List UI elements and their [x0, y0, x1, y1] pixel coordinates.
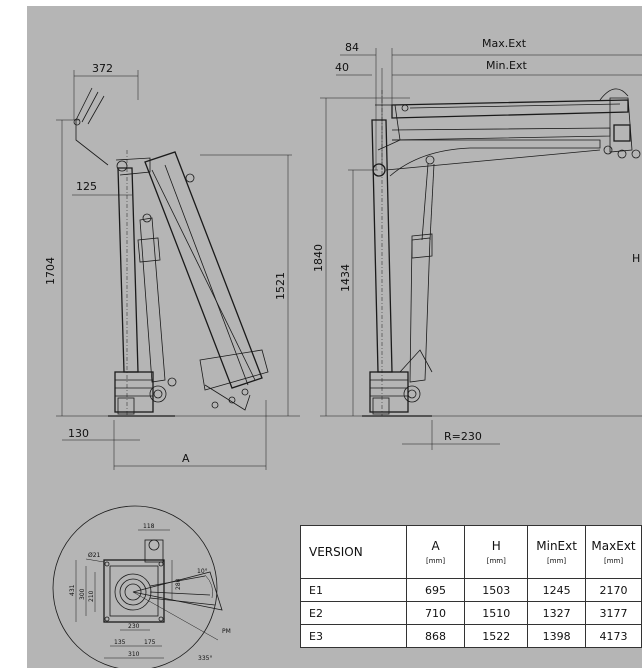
dim-335deg: 335° [198, 655, 212, 662]
cell-a: 695 [405, 578, 466, 602]
header-minext: MinExt[mm] [527, 525, 587, 579]
dim-1840: 1840 [312, 244, 325, 272]
cell-h: 1522 [464, 624, 529, 648]
header-version: VERSION [300, 525, 407, 579]
header-a: A[mm] [405, 525, 466, 579]
header-maxext: MaxExt[mm] [585, 525, 642, 579]
dim-125: 125 [76, 180, 97, 193]
dim-40: 40 [335, 61, 349, 74]
cell-maxext: 2170 [585, 578, 642, 602]
dim-10deg: 10° [197, 568, 208, 575]
cell-maxext: 3177 [585, 601, 642, 625]
dim-84: 84 [345, 41, 359, 54]
cell-version: E2 [300, 601, 407, 625]
dim-135: 135 [114, 639, 126, 646]
cell-h: 1510 [464, 601, 529, 625]
cell-a: 710 [405, 601, 466, 625]
spec-table: VERSION A[mm] H[mm] MinExt[mm] MaxExt[mm… [300, 525, 642, 648]
dim-1434: 1434 [339, 264, 352, 292]
dim-1521: 1521 [274, 272, 287, 300]
dim-h-marker: H [632, 252, 640, 265]
dim-175: 175 [144, 639, 156, 646]
plan-view: 118 Ø21 431 300 210 280 230 135 175 310 … [52, 505, 231, 668]
dim-372: 372 [92, 62, 113, 75]
right-view: 84 Max.Ext 40 Min.Ext 1840 1434 [312, 37, 642, 450]
dim-431: 431 [69, 584, 76, 596]
table-row: E1 695 1503 1245 2170 [300, 578, 642, 602]
cell-version: E1 [300, 578, 407, 602]
dim-210: 210 [88, 590, 95, 602]
dim-a: A [182, 452, 190, 465]
cell-minext: 1327 [527, 601, 587, 625]
table-header-row: VERSION A[mm] H[mm] MinExt[mm] MaxExt[mm… [300, 525, 642, 579]
dim-r230: R=230 [444, 430, 482, 443]
label-pm: PM [222, 628, 231, 635]
dim-min-ext: Min.Ext [486, 59, 527, 72]
cell-minext: 1398 [527, 624, 587, 648]
dim-310: 310 [128, 651, 140, 658]
cell-version: E3 [300, 624, 407, 648]
dim-max-ext: Max.Ext [482, 37, 527, 50]
dim-130: 130 [68, 427, 89, 440]
cell-h: 1503 [464, 578, 529, 602]
table-row: E3 868 1522 1398 4173 [300, 624, 642, 648]
dim-1704: 1704 [44, 257, 57, 285]
dim-118: 118 [143, 523, 155, 530]
dim-280: 280 [175, 578, 182, 590]
dim-d21: Ø21 [88, 552, 101, 559]
dim-300: 300 [79, 588, 86, 600]
header-h: H[mm] [464, 525, 529, 579]
left-view: 372 1704 1521 125 [44, 62, 300, 470]
table-row: E2 710 1510 1327 3177 [300, 601, 642, 625]
cell-minext: 1245 [527, 578, 587, 602]
dim-230: 230 [128, 623, 140, 630]
cell-a: 868 [405, 624, 466, 648]
cell-maxext: 4173 [585, 624, 642, 648]
